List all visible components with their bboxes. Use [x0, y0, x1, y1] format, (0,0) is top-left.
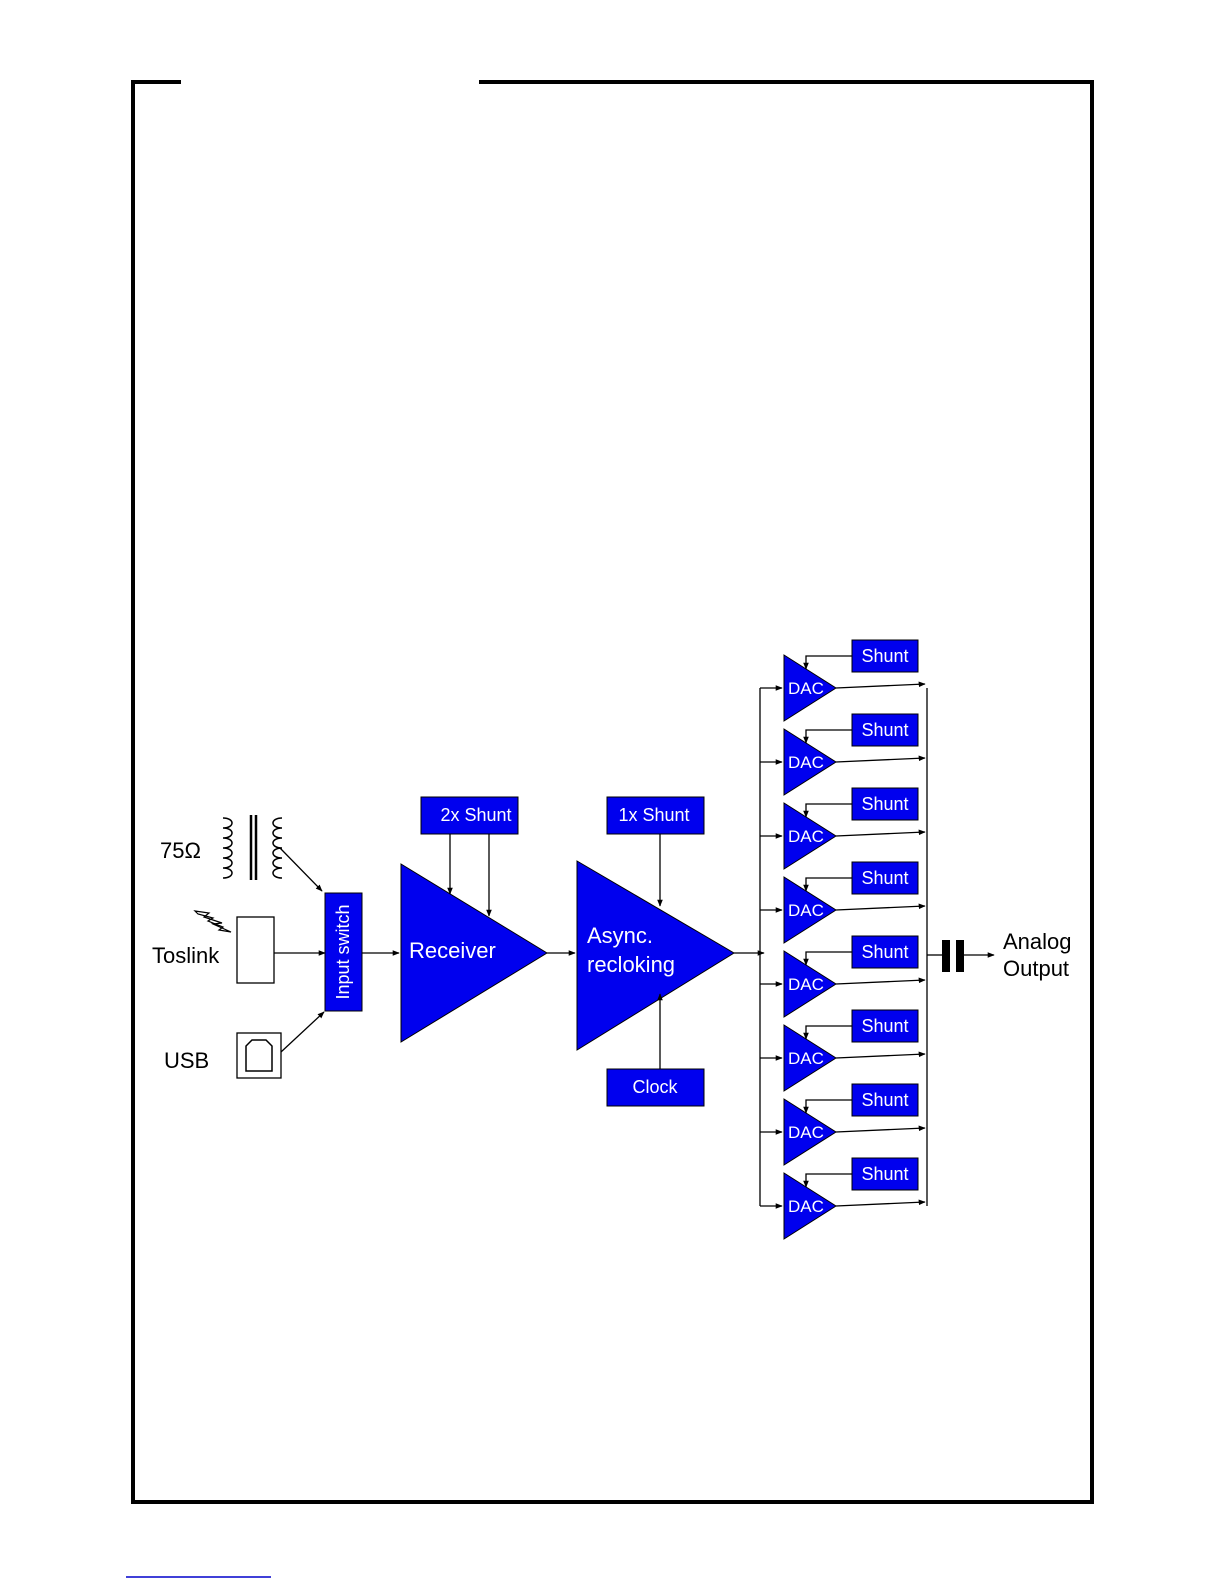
dac-stage: DAC Shunt [760, 1010, 925, 1091]
dac-stage: DAC Shunt [760, 936, 925, 1017]
clock-block: Clock [607, 1069, 704, 1106]
reclocking-label-line2: recloking [587, 952, 675, 977]
usb-b-port-icon [237, 1033, 281, 1078]
shunt-label: Shunt [861, 942, 908, 962]
clock-label: Clock [632, 1077, 678, 1097]
usb-label: USB [164, 1048, 209, 1073]
shunt-label: Shunt [861, 1090, 908, 1110]
usb-wire [281, 1012, 324, 1052]
shunt-wire [806, 804, 852, 817]
dac-output-wire [836, 758, 925, 762]
capacitor-icon [942, 940, 964, 972]
usb-input: USB [164, 1012, 324, 1078]
toslink-port-icon [237, 917, 274, 983]
coax-wire [280, 848, 322, 891]
light-bolt-icon [195, 911, 231, 932]
receiver-shunt-label: 2x Shunt [440, 805, 511, 825]
dac-label: DAC [788, 901, 824, 920]
shunt-wire [806, 730, 852, 743]
toslink-label: Toslink [152, 943, 220, 968]
shunt-wire [806, 1174, 852, 1187]
dac-label: DAC [788, 753, 824, 772]
coax-label: 75Ω [160, 838, 201, 863]
shunt-label: Shunt [861, 1016, 908, 1036]
dac-output-wire [836, 906, 925, 910]
toslink-input: Toslink [152, 911, 325, 983]
dac-stage: DAC Shunt [760, 862, 925, 943]
dac-stage: DAC Shunt [760, 714, 925, 795]
dac-stage: DAC Shunt [760, 640, 925, 721]
input-switch-label: Input switch [333, 904, 353, 999]
dac-stage: DAC Shunt [760, 1158, 925, 1239]
shunt-wire [806, 656, 852, 669]
dac-output-wire [836, 1202, 925, 1206]
dac-label: DAC [788, 1049, 824, 1068]
input-switch-block: Input switch [325, 893, 362, 1011]
dac-output-wire [836, 684, 925, 688]
dac-label: DAC [788, 975, 824, 994]
dac-output-wire [836, 832, 925, 836]
dac-output-wire [836, 1128, 925, 1132]
reclocking-shunt-block: 1x Shunt [607, 797, 704, 834]
shunt-label: Shunt [861, 646, 908, 666]
analog-output-label-line2: Output [1003, 956, 1069, 981]
reclocking-label-line1: Async. [587, 923, 653, 948]
dac-output-wire [836, 980, 925, 984]
reclocking-block: Async. recloking [577, 861, 734, 1050]
shunt-label: Shunt [861, 1164, 908, 1184]
shunt-label: Shunt [861, 720, 908, 740]
shunt-wire [806, 878, 852, 891]
dac-stage: DAC Shunt [760, 788, 925, 869]
reclocking-shunt-label: 1x Shunt [618, 805, 689, 825]
receiver-block: Receiver [401, 864, 547, 1042]
shunt-label: Shunt [861, 868, 908, 888]
transformer-icon [223, 815, 282, 880]
shunt-wire [806, 1100, 852, 1113]
receiver-shunt-block: 2x Shunt [421, 797, 518, 834]
shunt-wire [806, 952, 852, 965]
dac-output-wire [836, 1054, 925, 1058]
shunt-label: Shunt [861, 794, 908, 814]
receiver-label: Receiver [409, 938, 496, 963]
dac-label: DAC [788, 827, 824, 846]
dac-label: DAC [788, 1123, 824, 1142]
analog-output-label-line1: Analog [1003, 929, 1072, 954]
dac-label: DAC [788, 1197, 824, 1216]
dac-bank: DACShuntDACShuntDACShuntDACShuntDACShunt… [760, 640, 927, 1239]
page-frame [133, 82, 1092, 1502]
shunt-wire [806, 1026, 852, 1039]
dac-stage: DAC Shunt [760, 1084, 925, 1165]
coax-input: 75Ω [160, 815, 322, 891]
dac-label: DAC [788, 679, 824, 698]
